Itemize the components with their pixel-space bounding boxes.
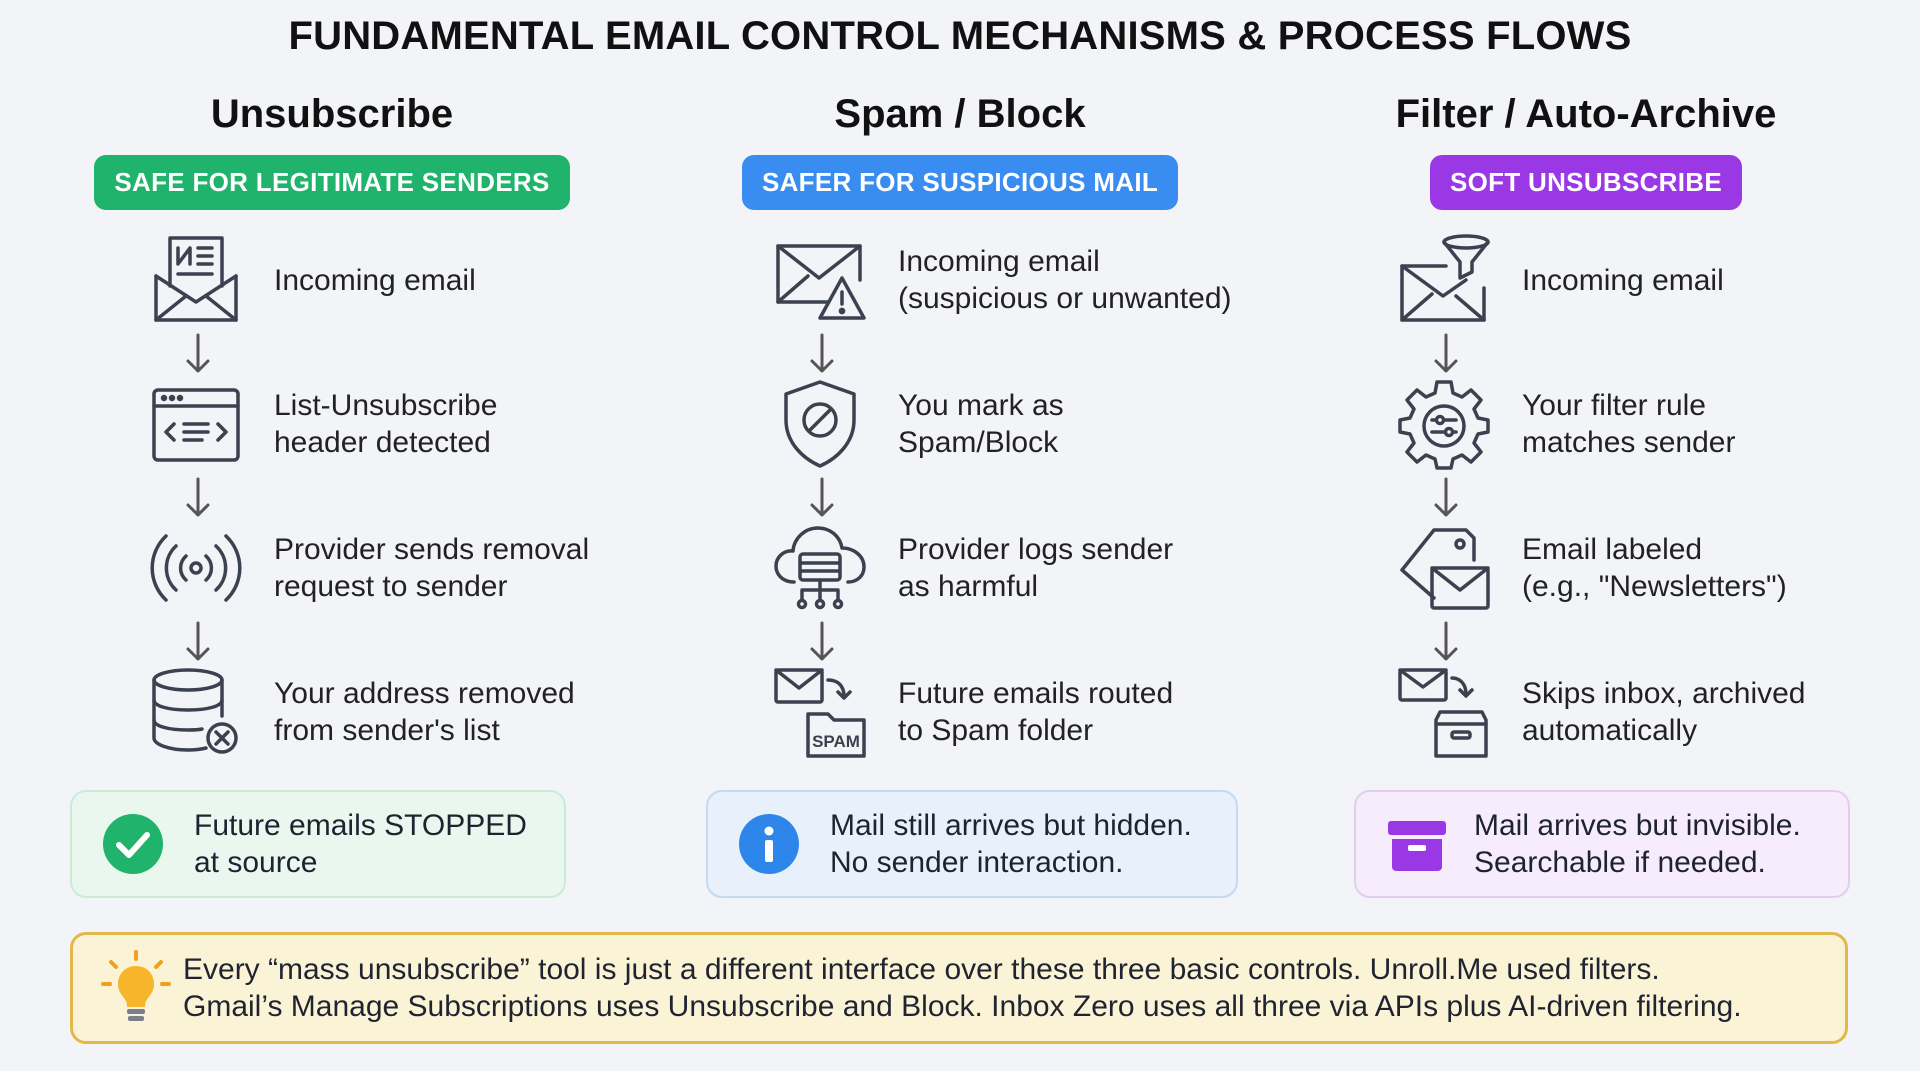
down-arrow-icon [810, 621, 834, 661]
step-label: Future emails routed to Spam folder [898, 677, 1174, 747]
result-label: Mail arrives but invisible. Searchable i… [1474, 809, 1801, 879]
down-arrow-icon [810, 333, 834, 373]
flow-step: Incoming email [1396, 232, 1724, 328]
down-arrow-icon [810, 477, 834, 517]
archive-box-icon [1396, 664, 1492, 760]
result-box-spam: Mail still arrives but hidden. No sender… [706, 790, 1238, 898]
down-arrow-icon [1434, 621, 1458, 661]
column-filter-archive: Filter / Auto-Archive SOFT UNSUBSCRIBE [1266, 92, 1906, 210]
spam-folder-icon: SPAM [772, 664, 868, 760]
flow-step: Email labeled (e.g., "Newsletters") [1396, 520, 1787, 616]
step-label: Incoming email [1522, 263, 1724, 297]
step-label: You mark as Spam/Block [898, 389, 1064, 459]
flow-step: Incoming email [148, 232, 476, 328]
envelope-filter-icon [1396, 232, 1492, 328]
result-box-unsubscribe: Future emails STOPPED at source [70, 790, 566, 898]
diagram-title: FUNDAMENTAL EMAIL CONTROL MECHANISMS & P… [288, 14, 1632, 58]
flow-step: Your address removed from sender's list [148, 664, 575, 760]
step-label: Provider sends removal request to sender [274, 533, 590, 603]
check-circle-icon [103, 814, 163, 874]
flow-step: Your filter rule matches sender [1396, 376, 1735, 472]
status-badge: SAFER FOR SUSPICIOUS MAIL [741, 155, 1179, 210]
flow-step: Incoming email (suspicious or unwanted) [772, 232, 1232, 328]
column-unsubscribe: Unsubscribe SAFE FOR LEGITIMATE SENDERS [12, 92, 652, 210]
spam-folder-label: SPAM [812, 732, 860, 751]
flow-step: Provider sends removal request to sender [148, 520, 589, 616]
status-badge: SOFT UNSUBSCRIBE [1429, 155, 1743, 210]
flow-step: List-Unsubscribe header detected [148, 376, 497, 472]
step-label: Your address removed from sender's list [274, 677, 575, 747]
down-arrow-icon [186, 621, 210, 661]
archive-icon [1388, 821, 1446, 871]
step-label: Skips inbox, archived automatically [1522, 677, 1806, 747]
down-arrow-icon [186, 477, 210, 517]
footer-text: Every “mass unsubscribe” tool is just a … [183, 953, 1742, 1023]
column-heading: Unsubscribe [210, 92, 454, 136]
result-label: Mail still arrives but hidden. No sender… [830, 809, 1192, 879]
column-spam-block: Spam / Block SAFER FOR SUSPICIOUS MAIL [640, 92, 1280, 210]
step-label: Your filter rule matches sender [1522, 389, 1736, 459]
lightbulb-icon [101, 950, 171, 1021]
step-label: Incoming email (suspicious or unwanted) [898, 245, 1232, 315]
status-badge: SAFE FOR LEGITIMATE SENDERS [94, 155, 570, 210]
step-label: Email labeled (e.g., "Newsletters") [1522, 533, 1787, 603]
flow-step: You mark as Spam/Block [772, 376, 1064, 472]
info-circle-icon [739, 814, 799, 874]
flow-step: SPAM Future emails routed to Spam folder [772, 664, 1173, 760]
down-arrow-icon [1434, 333, 1458, 373]
browser-code-icon [148, 376, 244, 472]
step-label: Incoming email [274, 263, 476, 297]
down-arrow-icon [186, 333, 210, 373]
gear-rule-icon [1396, 376, 1492, 472]
footer-note: Every “mass unsubscribe” tool is just a … [70, 932, 1848, 1044]
flow-step: Skips inbox, archived automatically [1396, 664, 1805, 760]
result-label: Future emails STOPPED at source [194, 809, 527, 879]
column-heading: Spam / Block [834, 92, 1086, 136]
down-arrow-icon [1434, 477, 1458, 517]
flow-step: Provider logs sender as harmful [772, 520, 1173, 616]
envelope-newsletter-icon [148, 232, 244, 328]
broadcast-signal-icon [148, 520, 244, 616]
shield-block-icon [772, 376, 868, 472]
step-label: List-Unsubscribe header detected [274, 389, 498, 459]
step-label: Provider logs sender as harmful [898, 533, 1174, 603]
column-heading: Filter / Auto-Archive [1395, 92, 1777, 136]
cloud-server-icon [772, 520, 868, 616]
tag-envelope-icon [1396, 520, 1492, 616]
envelope-warning-icon [772, 232, 868, 328]
database-remove-icon [148, 664, 244, 760]
result-box-filter: Mail arrives but invisible. Searchable i… [1354, 790, 1850, 898]
